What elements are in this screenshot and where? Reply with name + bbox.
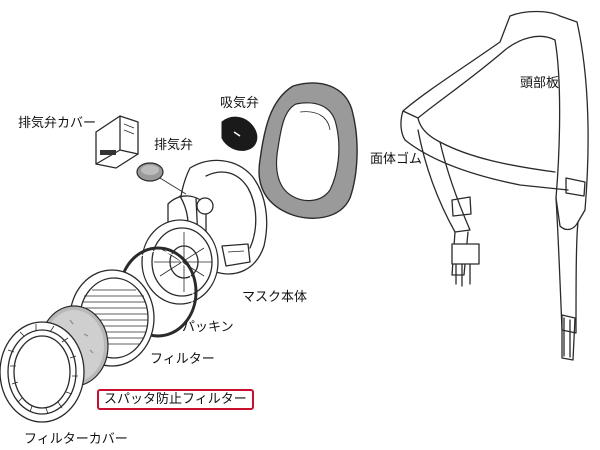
filter-drawing (69, 269, 155, 367)
head-strap-drawing (400, 10, 589, 361)
mask-body-drawing (141, 159, 268, 305)
label-gasket: パッキン (182, 320, 234, 335)
label-exhaust-valve-cover: 排気弁カバー (18, 116, 97, 131)
label-head-strap: 頭部板 (520, 76, 560, 91)
inhalation-valve-drawing (221, 116, 258, 151)
label-mask-body: マスク本体 (242, 290, 308, 305)
filter-cover-drawing (0, 321, 85, 423)
label-exhaust-valve: 排気弁 (154, 138, 194, 153)
label-face-rubber: 面体ゴム (370, 152, 423, 167)
exhaust-valve-cover-drawing (95, 115, 139, 169)
face-rubber-drawing (258, 82, 358, 219)
label-inhalation-valve: 吸気弁 (220, 96, 260, 111)
label-filter: フィルター (150, 352, 215, 367)
label-spatter-filter: スパッタ防止フィルター (97, 389, 254, 410)
exhaust-valve-drawing (136, 162, 164, 182)
label-filter-cover: フィルターカバー (24, 432, 128, 447)
